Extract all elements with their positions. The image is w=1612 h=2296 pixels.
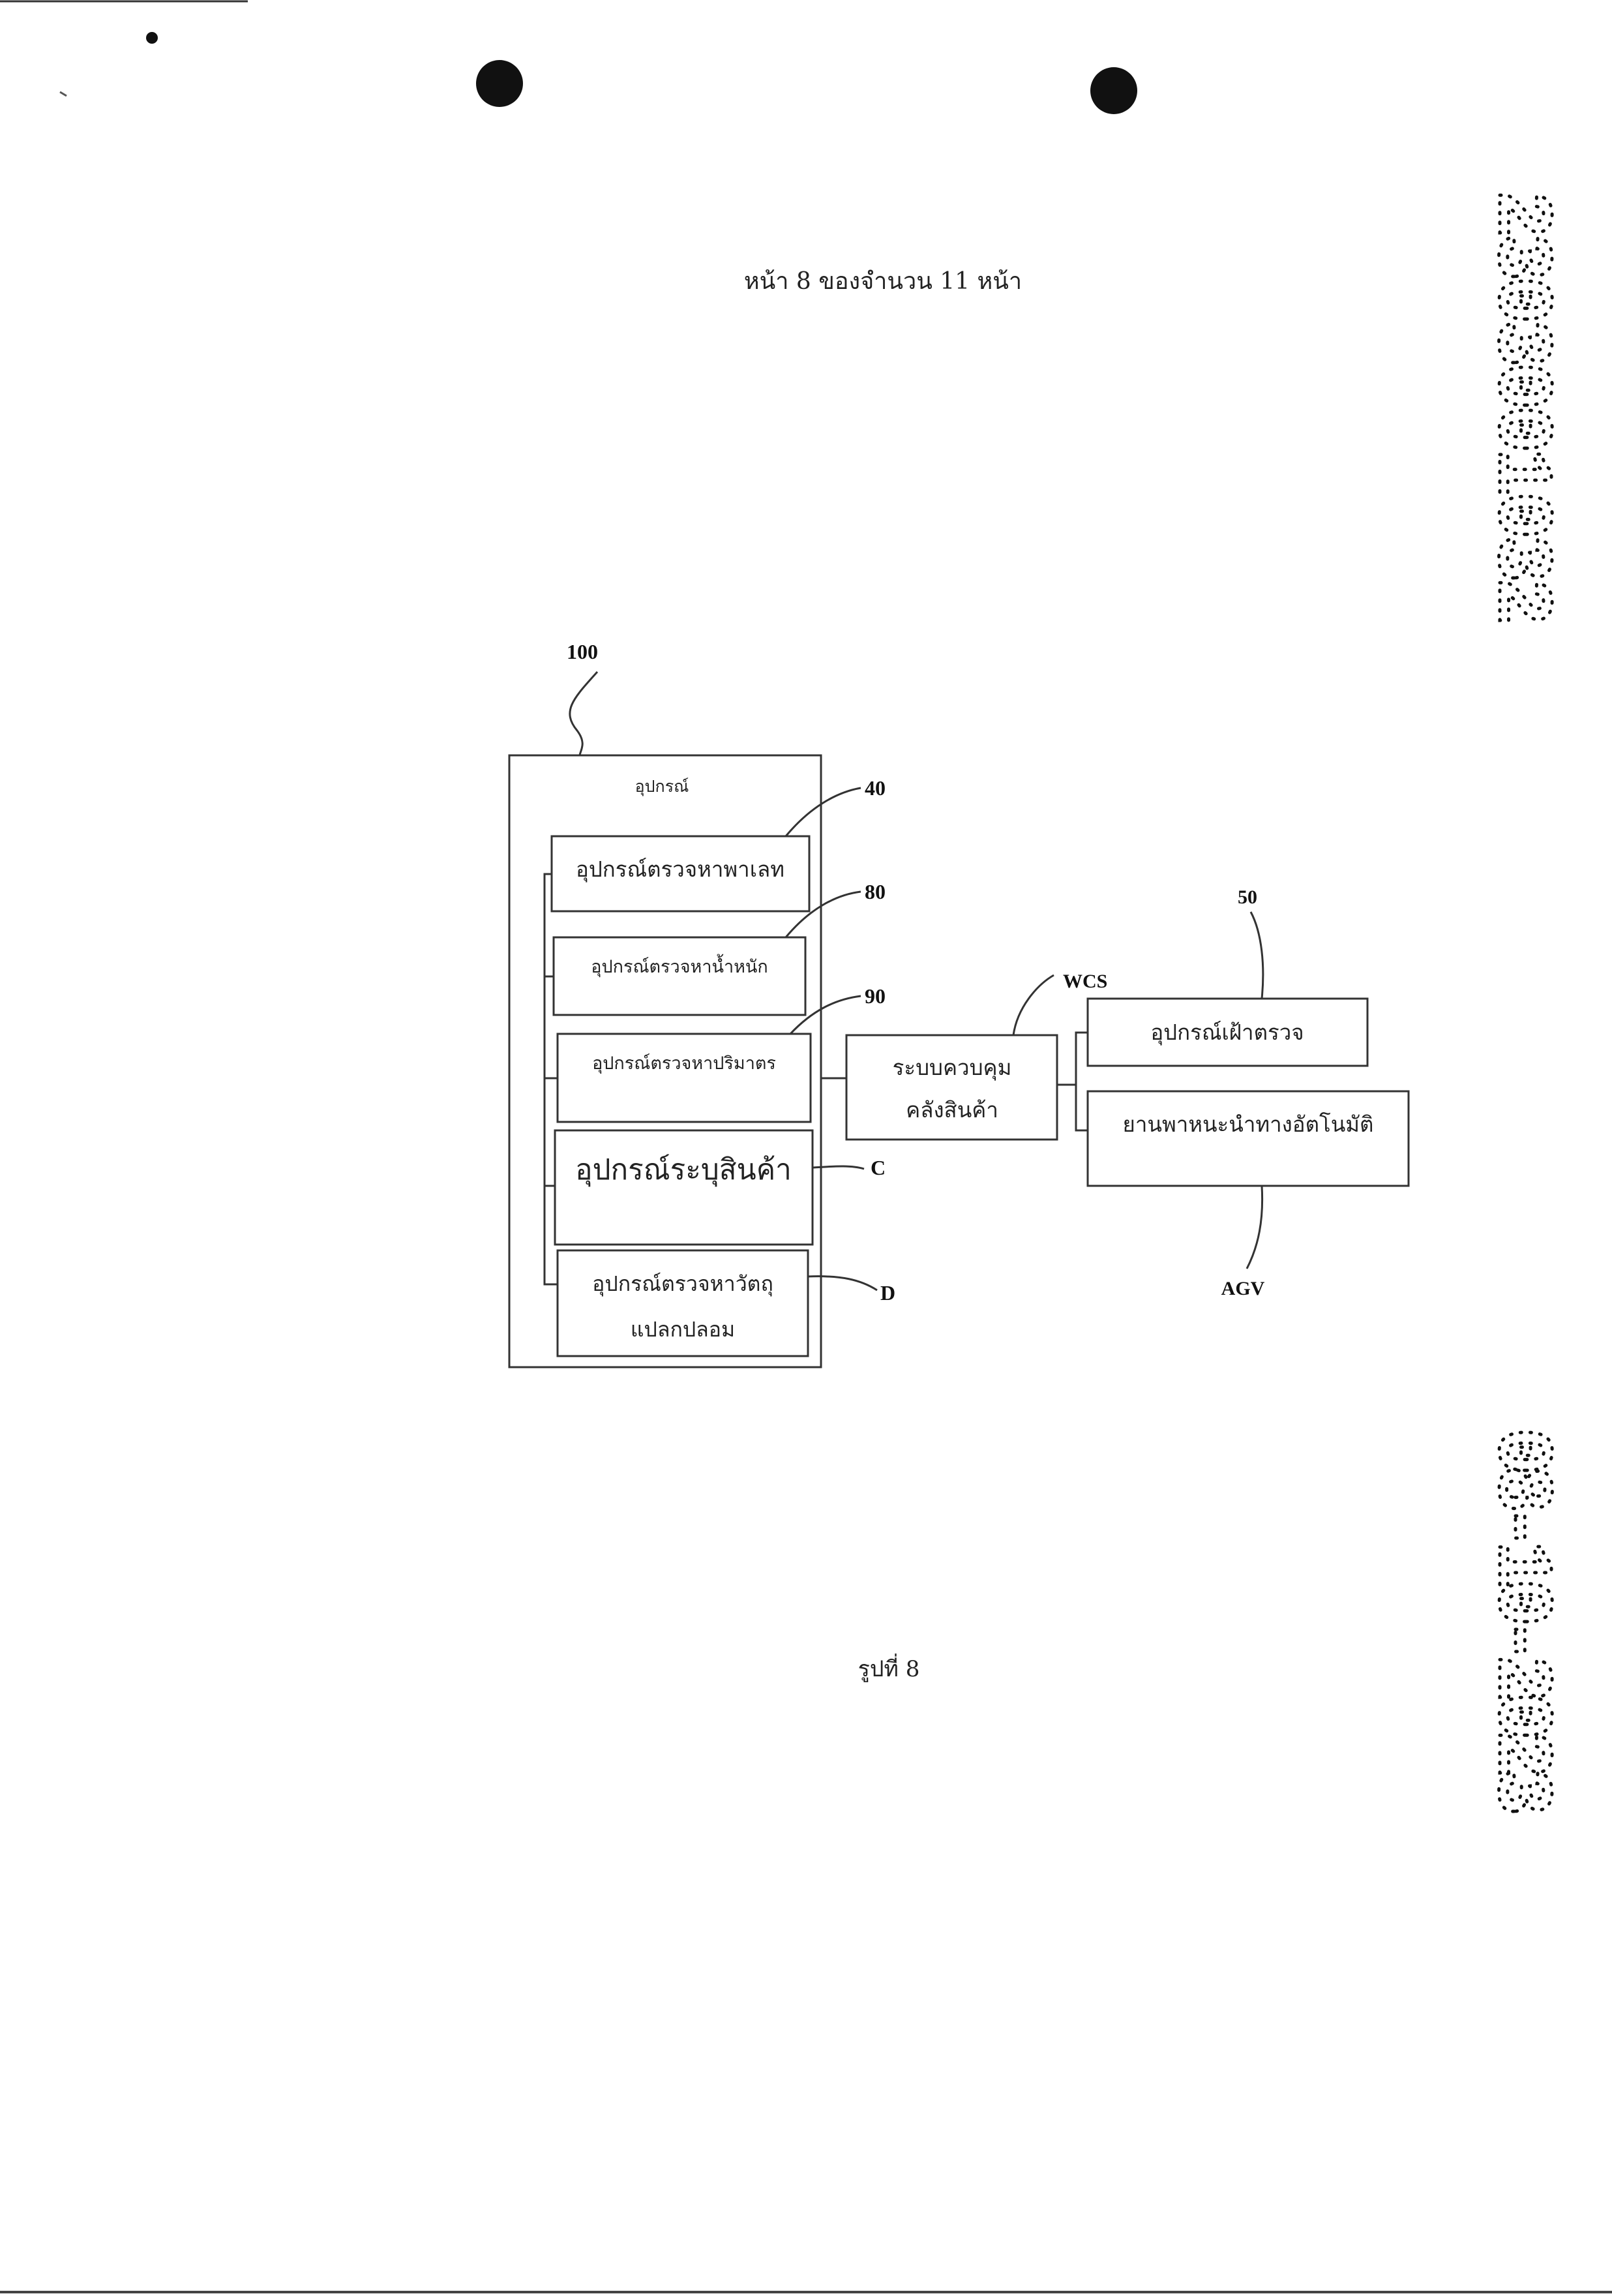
leader-line-c (812, 1165, 865, 1170)
leader-line-90 (789, 995, 861, 1035)
ref-label-40: 40 (865, 776, 886, 800)
volume-detector-label: อุปกรณ์ตรวจหาปริมาตร (592, 1053, 776, 1074)
punch-hole (1090, 67, 1137, 114)
leader-line-80 (784, 890, 861, 938)
monitoring-device-box (1086, 997, 1369, 1067)
wcs-box (845, 1034, 1058, 1141)
page-number-text: หน้า 8 ของจำนวน 11 หน้า (744, 268, 1022, 295)
ref-label-80: 80 (865, 880, 886, 903)
pallet-detector-box (550, 835, 811, 913)
leader-line-100 (569, 671, 599, 756)
ref-label-d: D (880, 1281, 895, 1305)
ref-label-50: 50 (1238, 886, 1257, 908)
leader-line-40 (784, 787, 861, 837)
leader-line-agv (1246, 1185, 1264, 1269)
punch-mark (146, 32, 158, 44)
figure-caption: รูปที่ 8 (858, 1654, 920, 1682)
dot-matrix-stamp-bottom: 08-10-2023 (1476, 1428, 1564, 1811)
ref-label-c: C (871, 1156, 886, 1179)
scan-speck (59, 91, 67, 97)
pallet-detector-label: อุปกรณ์ตรวจหาพาเลท (576, 856, 784, 883)
product-identifier-box (554, 1129, 814, 1246)
ref-label-wcs: WCS (1063, 971, 1107, 992)
ref-label-90: 90 (865, 984, 886, 1008)
product-identifier-label: อุปกรณ์ระบุสินค้า (575, 1153, 792, 1187)
component-bracket (543, 873, 558, 1286)
ref-label-100: 100 (567, 640, 598, 663)
leader-line-wcs (1012, 974, 1054, 1036)
weight-detector-label: อุปกรณ์ตรวจหาน้ำหนัก (591, 954, 768, 978)
foreign-object-detector-box (556, 1249, 809, 1357)
leader-line-50 (1249, 911, 1264, 999)
punch-hole (476, 60, 523, 107)
foreign-object-detector-label-line2: แปลกปลอม (631, 1317, 735, 1342)
monitoring-device-label: อุปกรณ์เฝ้าตรวจ (1150, 1020, 1304, 1046)
ref-label-agv: AGV (1221, 1278, 1265, 1299)
device-group-title: อุปกรณ์ (635, 777, 689, 796)
agv-box (1086, 1090, 1410, 1187)
wcs-label-line1: ระบบควบคุม (893, 1055, 1012, 1081)
output-bracket (1057, 1031, 1088, 1132)
wcs-label-line2: คลังสินค้า (906, 1097, 998, 1123)
dot-matrix-stamp-top: 2303001032 (1476, 190, 1564, 621)
agv-label: ยานพาหนะนำทางอัตโนมัติ (1123, 1111, 1374, 1137)
device-group-box (508, 754, 822, 1368)
foreign-object-detector-label-line1: อุปกรณ์ตรวจหาวัตถุ (592, 1271, 773, 1297)
weight-detector-box (552, 936, 807, 1016)
leader-line-d (807, 1275, 878, 1292)
volume-detector-box (556, 1033, 812, 1123)
